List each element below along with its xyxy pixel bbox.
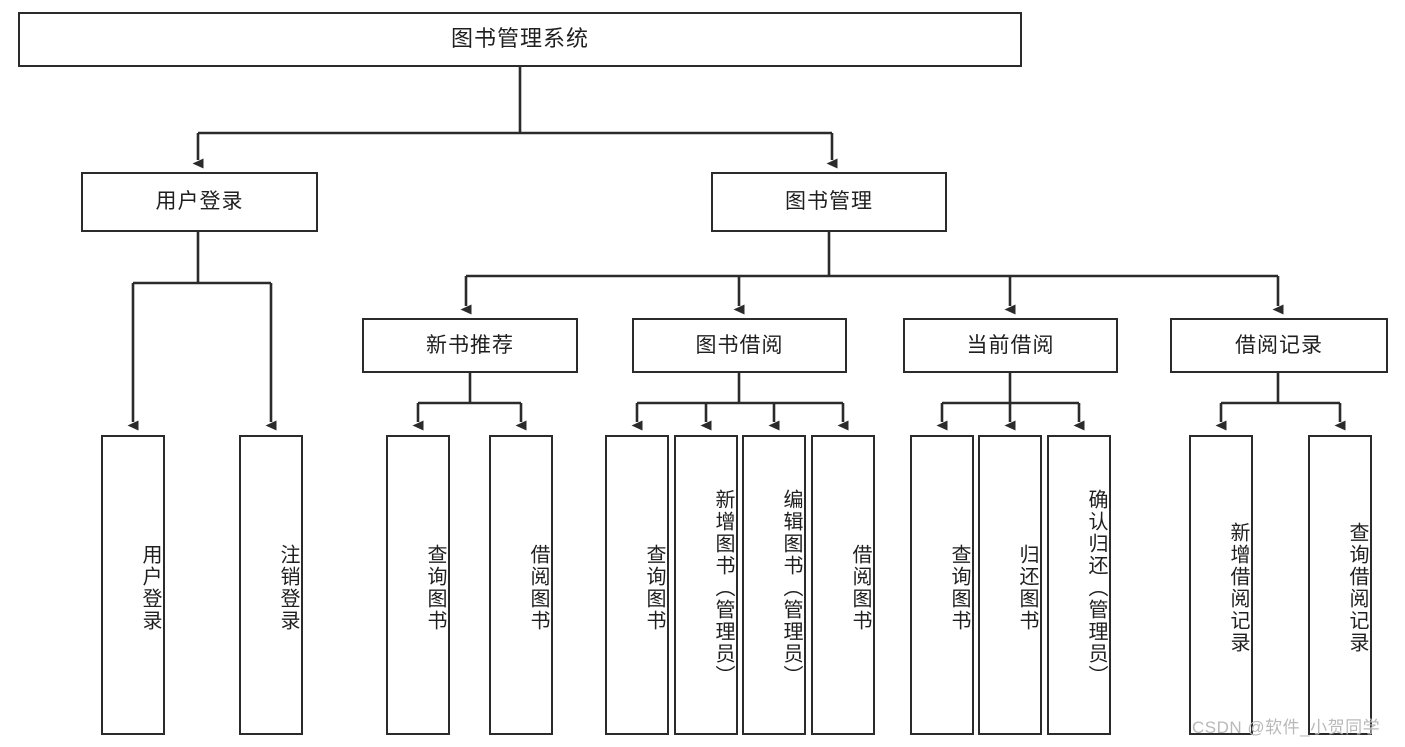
leaf-query-books-current[interactable]: 查询图书: [910, 435, 974, 735]
node-new-book-recommendation[interactable]: 新书推荐: [362, 318, 578, 373]
node-label: 图书管理: [785, 190, 873, 214]
node-borrowing-records[interactable]: 借阅记录: [1170, 318, 1388, 373]
node-label: 编辑图书（管理员）: [780, 489, 802, 687]
watermark-csdn: CSDN @软件_小贺同学: [1192, 718, 1381, 737]
node-root-system[interactable]: 图书管理系统: [18, 12, 1022, 67]
node-label: 新增借阅记录: [1227, 522, 1249, 654]
leaf-borrow-books-newbook[interactable]: 借阅图书: [489, 435, 553, 735]
leaf-confirm-return-admin[interactable]: 确认归还（管理员）: [1047, 435, 1111, 735]
leaf-user-login[interactable]: 用户登录: [101, 435, 165, 735]
leaf-query-books-borrow[interactable]: 查询图书: [605, 435, 669, 735]
node-label: 用户登录: [155, 190, 244, 214]
node-label: 借阅记录: [1235, 333, 1323, 357]
node-label: 查询图书: [424, 544, 446, 632]
node-label: 查询图书: [948, 544, 970, 632]
node-label: 借阅图书: [849, 544, 871, 632]
node-current-borrowing[interactable]: 当前借阅: [903, 318, 1118, 373]
leaf-edit-book-admin[interactable]: 编辑图书（管理员）: [742, 435, 806, 735]
leaf-add-book-admin[interactable]: 新增图书（管理员）: [674, 435, 738, 735]
leaf-logout[interactable]: 注销登录: [239, 435, 303, 735]
node-book-borrowing[interactable]: 图书借阅: [632, 318, 847, 373]
node-label: 确认归还（管理员）: [1085, 489, 1107, 687]
leaf-query-books-newbook[interactable]: 查询图书: [386, 435, 450, 735]
leaf-add-borrow-record[interactable]: 新增借阅记录: [1189, 435, 1253, 735]
node-label: 注销登录: [277, 544, 299, 632]
node-label: 用户登录: [139, 544, 161, 632]
node-label: 借阅图书: [527, 544, 549, 632]
leaf-query-borrow-record[interactable]: 查询借阅记录: [1308, 435, 1372, 735]
node-label: 当前借阅: [966, 333, 1055, 357]
node-label: 新书推荐: [426, 333, 514, 357]
node-label: 新增图书（管理员）: [712, 489, 734, 687]
node-label: 图书管理系统: [450, 26, 589, 52]
node-book-management[interactable]: 图书管理: [711, 172, 947, 232]
node-label: 查询借阅记录: [1346, 522, 1368, 654]
node-user-login[interactable]: 用户登录: [81, 172, 318, 232]
node-label: 查询图书: [643, 544, 665, 632]
node-label: 图书借阅: [695, 333, 784, 357]
node-label: 归还图书: [1016, 544, 1038, 632]
leaf-borrow-books[interactable]: 借阅图书: [811, 435, 875, 735]
leaf-return-books[interactable]: 归还图书: [978, 435, 1042, 735]
